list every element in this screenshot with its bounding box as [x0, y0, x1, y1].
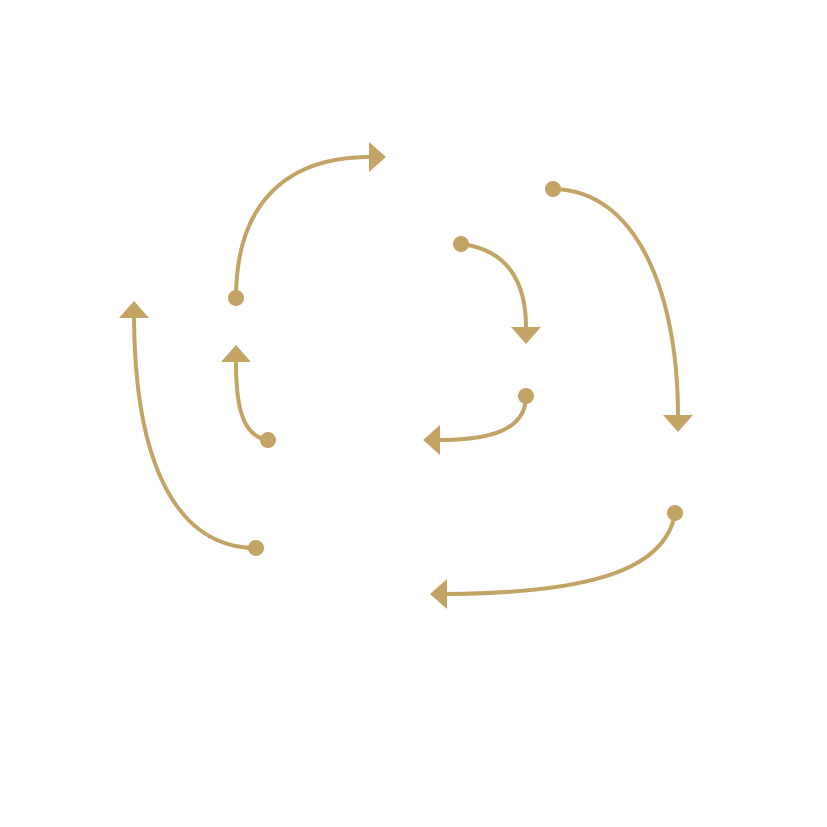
curved-arrow-4 [423, 388, 534, 455]
arrow-start-dot [248, 540, 264, 556]
arrow-start-dot [453, 236, 469, 252]
arrow-curve [459, 242, 528, 329]
arrow-curve [132, 316, 258, 550]
curved-arrow-5 [430, 505, 683, 609]
arrow-start-dot [545, 181, 561, 197]
curved-arrow-2 [453, 236, 541, 344]
curved-arrow-6 [119, 301, 264, 556]
arrowhead-icon [369, 142, 386, 172]
curved-arrow-1 [228, 142, 386, 306]
arrowhead-icon [423, 425, 440, 455]
arrowhead-icon [119, 301, 149, 318]
arrow-curve [438, 394, 528, 442]
curved-arrow-3 [545, 181, 693, 432]
arrow-layer [119, 142, 693, 609]
arrow-start-dot [228, 290, 244, 306]
arrow-start-dot [260, 432, 276, 448]
arrow-curve [234, 155, 372, 300]
arrowhead-icon [221, 345, 251, 362]
arrowhead-icon [430, 579, 447, 609]
arrow-start-dot [667, 505, 683, 521]
arrowhead-icon [511, 327, 541, 344]
arrow-curve [551, 187, 680, 417]
curved-arrow-7 [221, 345, 276, 448]
arrow-start-dot [518, 388, 534, 404]
arrow-curve [445, 511, 677, 596]
arrowhead-icon [663, 415, 693, 432]
arrow-curve [234, 360, 270, 442]
